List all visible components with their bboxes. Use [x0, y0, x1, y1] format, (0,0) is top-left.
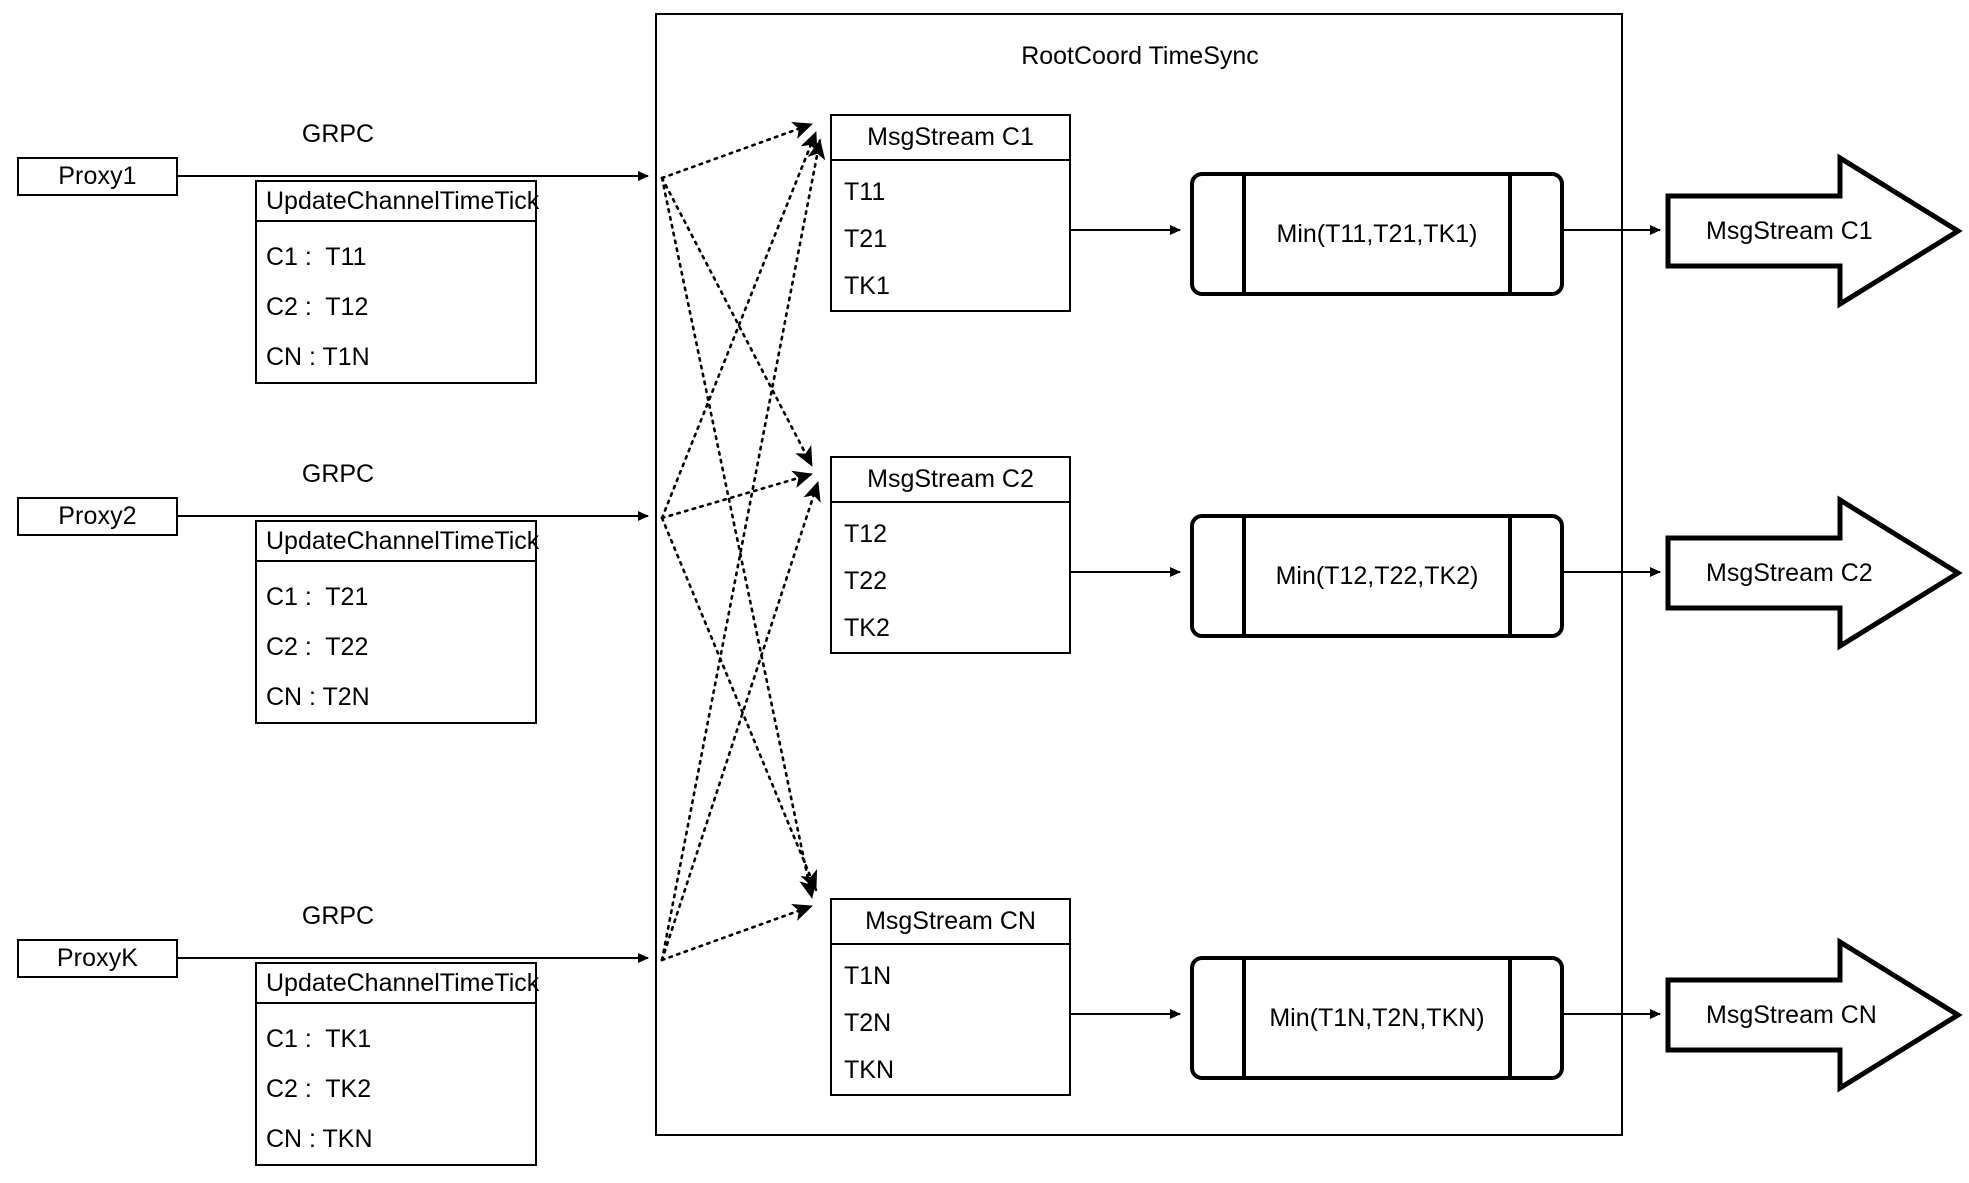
msgstream-tick-row: T1N [844, 962, 892, 990]
min-divider-left [1242, 514, 1246, 638]
msgstream-tick-row: TK2 [844, 614, 890, 642]
tick-table-title-2: UpdateChannelTimeTick [257, 522, 539, 562]
output-arrow-cn: MsgStream CN [1668, 942, 1958, 1088]
tick-table-title-k: UpdateChannelTimeTick [257, 964, 539, 1004]
min-label-c2: Min(T12,T22,TK2) [1275, 561, 1479, 590]
msgstream-tick-row: T21 [844, 225, 888, 253]
output-arrow-c1: MsgStream C1 [1668, 158, 1958, 304]
min-divider-left [1242, 956, 1246, 1080]
min-process-c1: Min(T11,T21,TK1) [1190, 172, 1564, 296]
update-channel-timetick-table-k: UpdateChannelTimeTick C1 : TK1 C2 : TK2 … [255, 962, 539, 1166]
output-arrow-label-c1: MsgStream C1 [1706, 216, 1873, 245]
min-process-c2: Min(T12,T22,TK2) [1190, 514, 1564, 638]
msgstream-title-c2: MsgStream C2 [832, 458, 1069, 503]
msgstream-title-c1: MsgStream C1 [832, 116, 1069, 161]
grpc-label-2: GRPC [301, 460, 375, 488]
tick-table-body-k: C1 : TK1 C2 : TK2 CN : TKN [257, 1004, 535, 1164]
proxy-box-2: Proxy2 [17, 497, 178, 536]
proxy-box-1: Proxy1 [17, 157, 178, 196]
msgstream-tick-row: TK1 [844, 272, 890, 300]
min-divider-right [1508, 172, 1512, 296]
tick-row: CN : T2N [266, 682, 370, 711]
tick-row: C1 : TK1 [266, 1024, 372, 1053]
msgstream-title-cn: MsgStream CN [832, 900, 1069, 945]
output-arrow-c2: MsgStream C2 [1668, 500, 1958, 646]
update-channel-timetick-table-2: UpdateChannelTimeTick C1 : T21 C2 : T22 … [255, 520, 539, 724]
msgstream-tick-row: T11 [844, 178, 886, 206]
tick-table-body-2: C1 : T21 C2 : T22 CN : T2N [257, 562, 535, 722]
rootcoord-timesync-title: RootCoord TimeSync [1021, 42, 1259, 70]
msgstream-tick-row: T2N [844, 1009, 892, 1037]
output-arrow-label-cn: MsgStream CN [1706, 1000, 1877, 1029]
grpc-label-1: GRPC [301, 120, 375, 148]
tick-row: CN : T1N [266, 342, 370, 371]
tick-row: CN : TKN [266, 1124, 373, 1153]
proxy-box-k: ProxyK [17, 939, 178, 978]
msgstream-body-c1: T11 T21 TK1 [832, 161, 1069, 310]
tick-row: C1 : T11 [266, 242, 367, 271]
msgstream-tick-row: TKN [844, 1056, 894, 1084]
msgstream-tick-row: T22 [844, 567, 888, 595]
msgstream-table-c2: MsgStream C2 T12 T22 TK2 [830, 456, 1071, 654]
rootcoord-timesync-container [655, 13, 1623, 1136]
msgstream-table-c1: MsgStream C1 T11 T21 TK1 [830, 114, 1071, 312]
min-process-cn: Min(T1N,T2N,TKN) [1190, 956, 1564, 1080]
min-label-c1: Min(T11,T21,TK1) [1276, 219, 1478, 248]
tick-row: C1 : T21 [266, 582, 369, 611]
tick-table-title-1: UpdateChannelTimeTick [257, 182, 539, 222]
msgstream-body-c2: T12 T22 TK2 [832, 503, 1069, 652]
min-divider-right [1508, 956, 1512, 1080]
min-divider-left [1242, 172, 1246, 296]
min-label-cn: Min(T1N,T2N,TKN) [1269, 1003, 1485, 1032]
min-divider-right [1508, 514, 1512, 638]
tick-row: C2 : T12 [266, 292, 369, 321]
tick-table-body-1: C1 : T11 C2 : T12 CN : T1N [257, 222, 535, 382]
msgstream-body-cn: T1N T2N TKN [832, 945, 1069, 1094]
msgstream-tick-row: T12 [844, 520, 888, 548]
tick-row: C2 : T22 [266, 632, 369, 661]
update-channel-timetick-table-1: UpdateChannelTimeTick C1 : T11 C2 : T12 … [255, 180, 539, 384]
output-arrow-label-c2: MsgStream C2 [1706, 558, 1873, 587]
msgstream-table-cn: MsgStream CN T1N T2N TKN [830, 898, 1071, 1096]
grpc-label-k: GRPC [301, 902, 375, 930]
tick-row: C2 : TK2 [266, 1074, 372, 1103]
